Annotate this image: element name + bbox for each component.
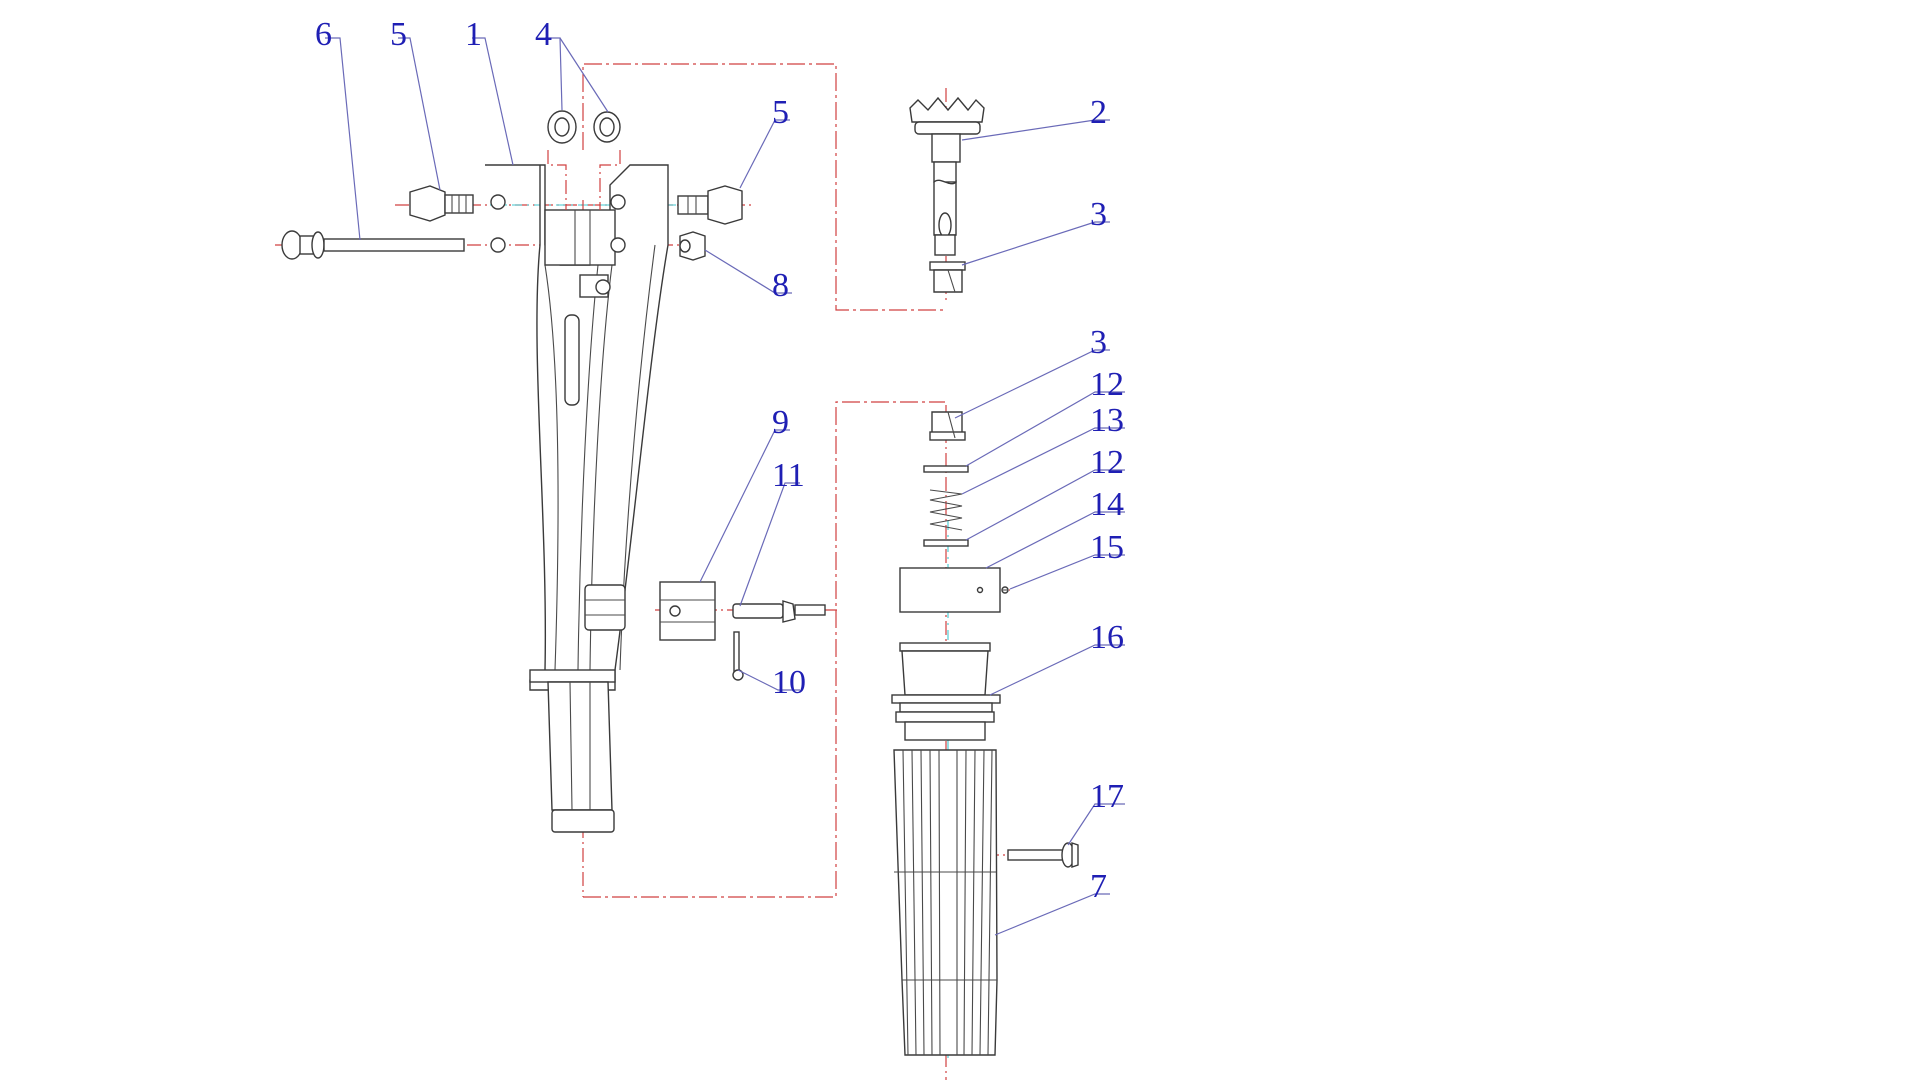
callouts: 6 5 1 4 5 8 2 3 3 12 13 12 14 15 16 9 11… xyxy=(315,16,1124,905)
callout-12: 12 xyxy=(1090,444,1124,481)
leader-lines xyxy=(325,37,1125,936)
callout-14: 14 xyxy=(1090,486,1124,523)
part-3-lower-sleeve xyxy=(929,411,966,441)
part-3-upper-sleeve xyxy=(929,261,966,293)
part-13-spring xyxy=(929,489,963,531)
part-12-washers xyxy=(923,465,969,547)
part-14-collar xyxy=(899,567,1001,613)
callout-15: 15 xyxy=(1090,529,1124,566)
part-11-pivot-pin xyxy=(732,600,826,623)
part-7-handle-grip xyxy=(893,749,998,1056)
part-16-hub xyxy=(891,642,1001,741)
part-8-nut xyxy=(679,231,706,261)
part-15-set-screw xyxy=(1001,586,1009,594)
callout-13: 13 xyxy=(1090,402,1124,439)
part-10-cotter-pin xyxy=(732,631,744,681)
callout-3: 3 xyxy=(1090,324,1107,361)
assembly-frames xyxy=(582,63,945,898)
callout-5: 5 xyxy=(390,16,407,53)
part-5-left-bolt xyxy=(409,185,474,222)
callout-8: 8 xyxy=(772,267,789,304)
part-2-gear-shaft xyxy=(909,96,985,256)
callout-10: 10 xyxy=(772,664,806,701)
callout-16: 16 xyxy=(1090,619,1124,656)
callout-5: 5 xyxy=(772,94,789,131)
callout-9: 9 xyxy=(772,404,789,441)
part-6-long-pin xyxy=(281,230,465,260)
callout-3: 3 xyxy=(1090,196,1107,233)
callout-12: 12 xyxy=(1090,366,1124,403)
part-4-washers xyxy=(547,110,621,210)
part-5-right-bolt xyxy=(677,185,743,225)
callout-6: 6 xyxy=(315,16,332,53)
callout-17: 17 xyxy=(1090,778,1124,815)
part-9-block xyxy=(659,581,716,641)
callout-1: 1 xyxy=(465,16,482,53)
callout-4: 4 xyxy=(535,16,552,53)
callout-2: 2 xyxy=(1090,94,1107,131)
part-17-pin xyxy=(1007,842,1079,868)
callout-11: 11 xyxy=(772,457,805,494)
part-1-main-frame xyxy=(485,164,669,833)
callout-7: 7 xyxy=(1090,868,1107,905)
